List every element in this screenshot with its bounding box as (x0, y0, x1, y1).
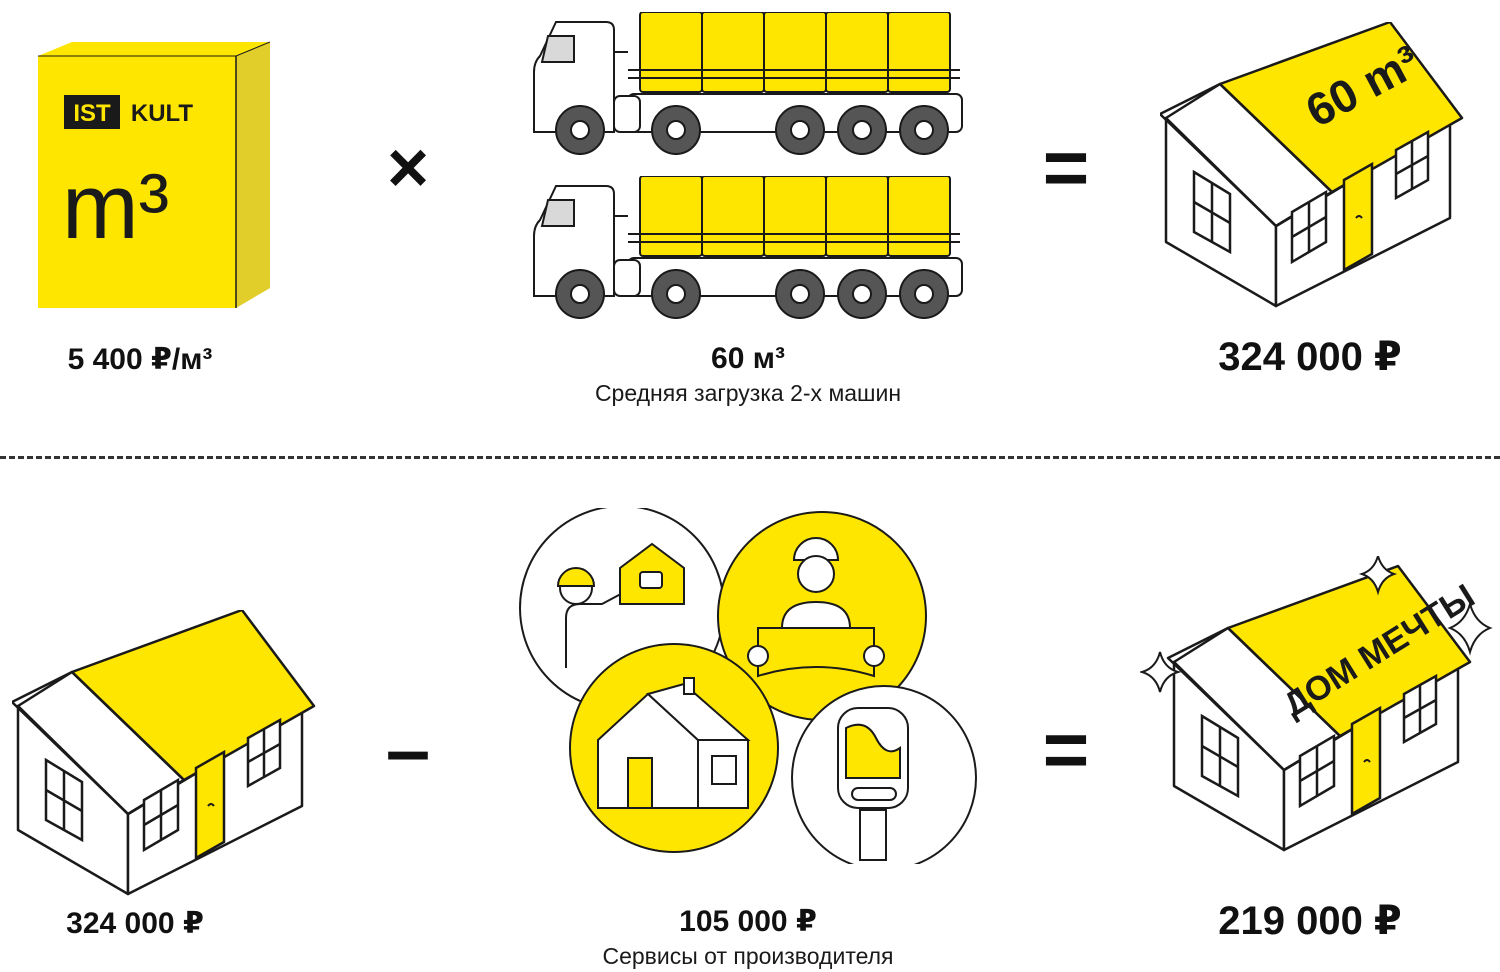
equals-operator-2: = (1042, 705, 1090, 794)
dream-house-illustration: ДОМ МЕЧТЫ (1140, 556, 1493, 852)
house-plain-illustration (12, 610, 316, 896)
price-per-m3: 5 400 ₽/м³ (67, 343, 213, 376)
truck-illustration-2 (533, 176, 963, 319)
drilling-icon (791, 685, 977, 864)
house-price: 324 000 ₽ (66, 907, 204, 940)
sparkle-icons (1140, 556, 1493, 693)
services-caption: 105 000 ₽ Сервисы от производителя (520, 904, 976, 970)
total-cost-2: 219 000 ₽ (1218, 899, 1402, 943)
services-price: 105 000 ₽ (679, 905, 817, 938)
house-project-icon (569, 643, 779, 853)
equals-operator-1: = (1042, 123, 1090, 212)
total-cost-1: 324 000 ₽ (1218, 335, 1402, 379)
engineer-icon (717, 511, 927, 721)
trucks-volume: 60 м³ (711, 342, 785, 375)
section-divider (0, 456, 1500, 459)
istkult-logo: IST KULT (64, 95, 193, 129)
multiply-operator: × (386, 128, 430, 208)
logo-text-ist: IST (73, 100, 111, 127)
truck-illustration-1 (533, 12, 963, 155)
services-illustration (519, 508, 977, 864)
trucks-caption-text: Средняя загрузка 2-х машин (594, 380, 902, 406)
services-caption-text: Сервисы от производителя (602, 943, 894, 969)
house-60m3-illustration: 60 m³ (1160, 22, 1464, 308)
istkult-m3-box-illustration: IST KULT m³ (38, 41, 270, 308)
trucks-caption: 60 м³ Средняя загрузка 2-х машин (520, 342, 976, 407)
box-unit-label: m³ (62, 156, 169, 258)
logo-text-kult: KULT (131, 100, 194, 127)
minus-operator: – (385, 705, 431, 794)
